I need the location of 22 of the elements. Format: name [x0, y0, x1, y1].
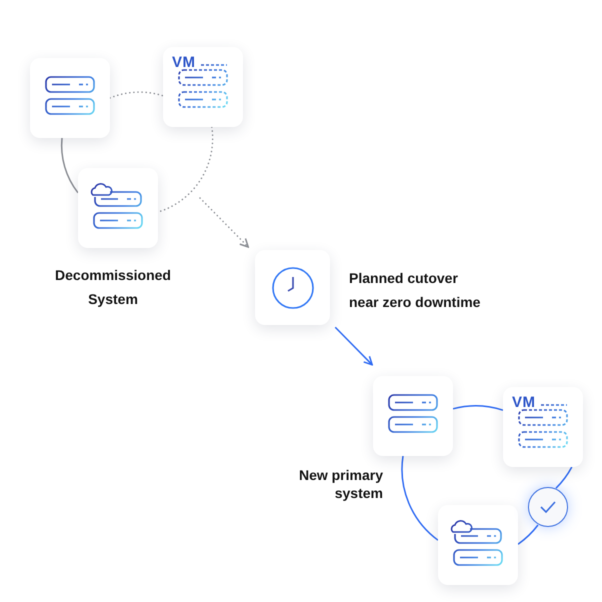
step-caption: Planned cutover near zero downtime [349, 269, 482, 312]
server-card [163, 47, 243, 127]
server-card [30, 58, 110, 138]
vm-label: VM [512, 395, 536, 410]
connector-line [518, 524, 539, 545]
server-card [438, 505, 518, 585]
connector-line [109, 91, 164, 99]
status-circle [528, 487, 568, 527]
server-card [78, 168, 158, 248]
connector-line [452, 405, 504, 411]
group-title: Decommissioned System [54, 266, 172, 309]
group-title: New primary system [298, 466, 383, 502]
connector-line [401, 456, 438, 541]
connector-line [60, 138, 79, 194]
server-card [255, 250, 330, 325]
arrow [334, 326, 373, 366]
connector-line [157, 126, 214, 213]
connector-line [555, 466, 572, 489]
vm-label: VM [172, 55, 196, 70]
server-card [373, 376, 453, 456]
arrow [199, 197, 249, 248]
server-card [503, 387, 583, 467]
